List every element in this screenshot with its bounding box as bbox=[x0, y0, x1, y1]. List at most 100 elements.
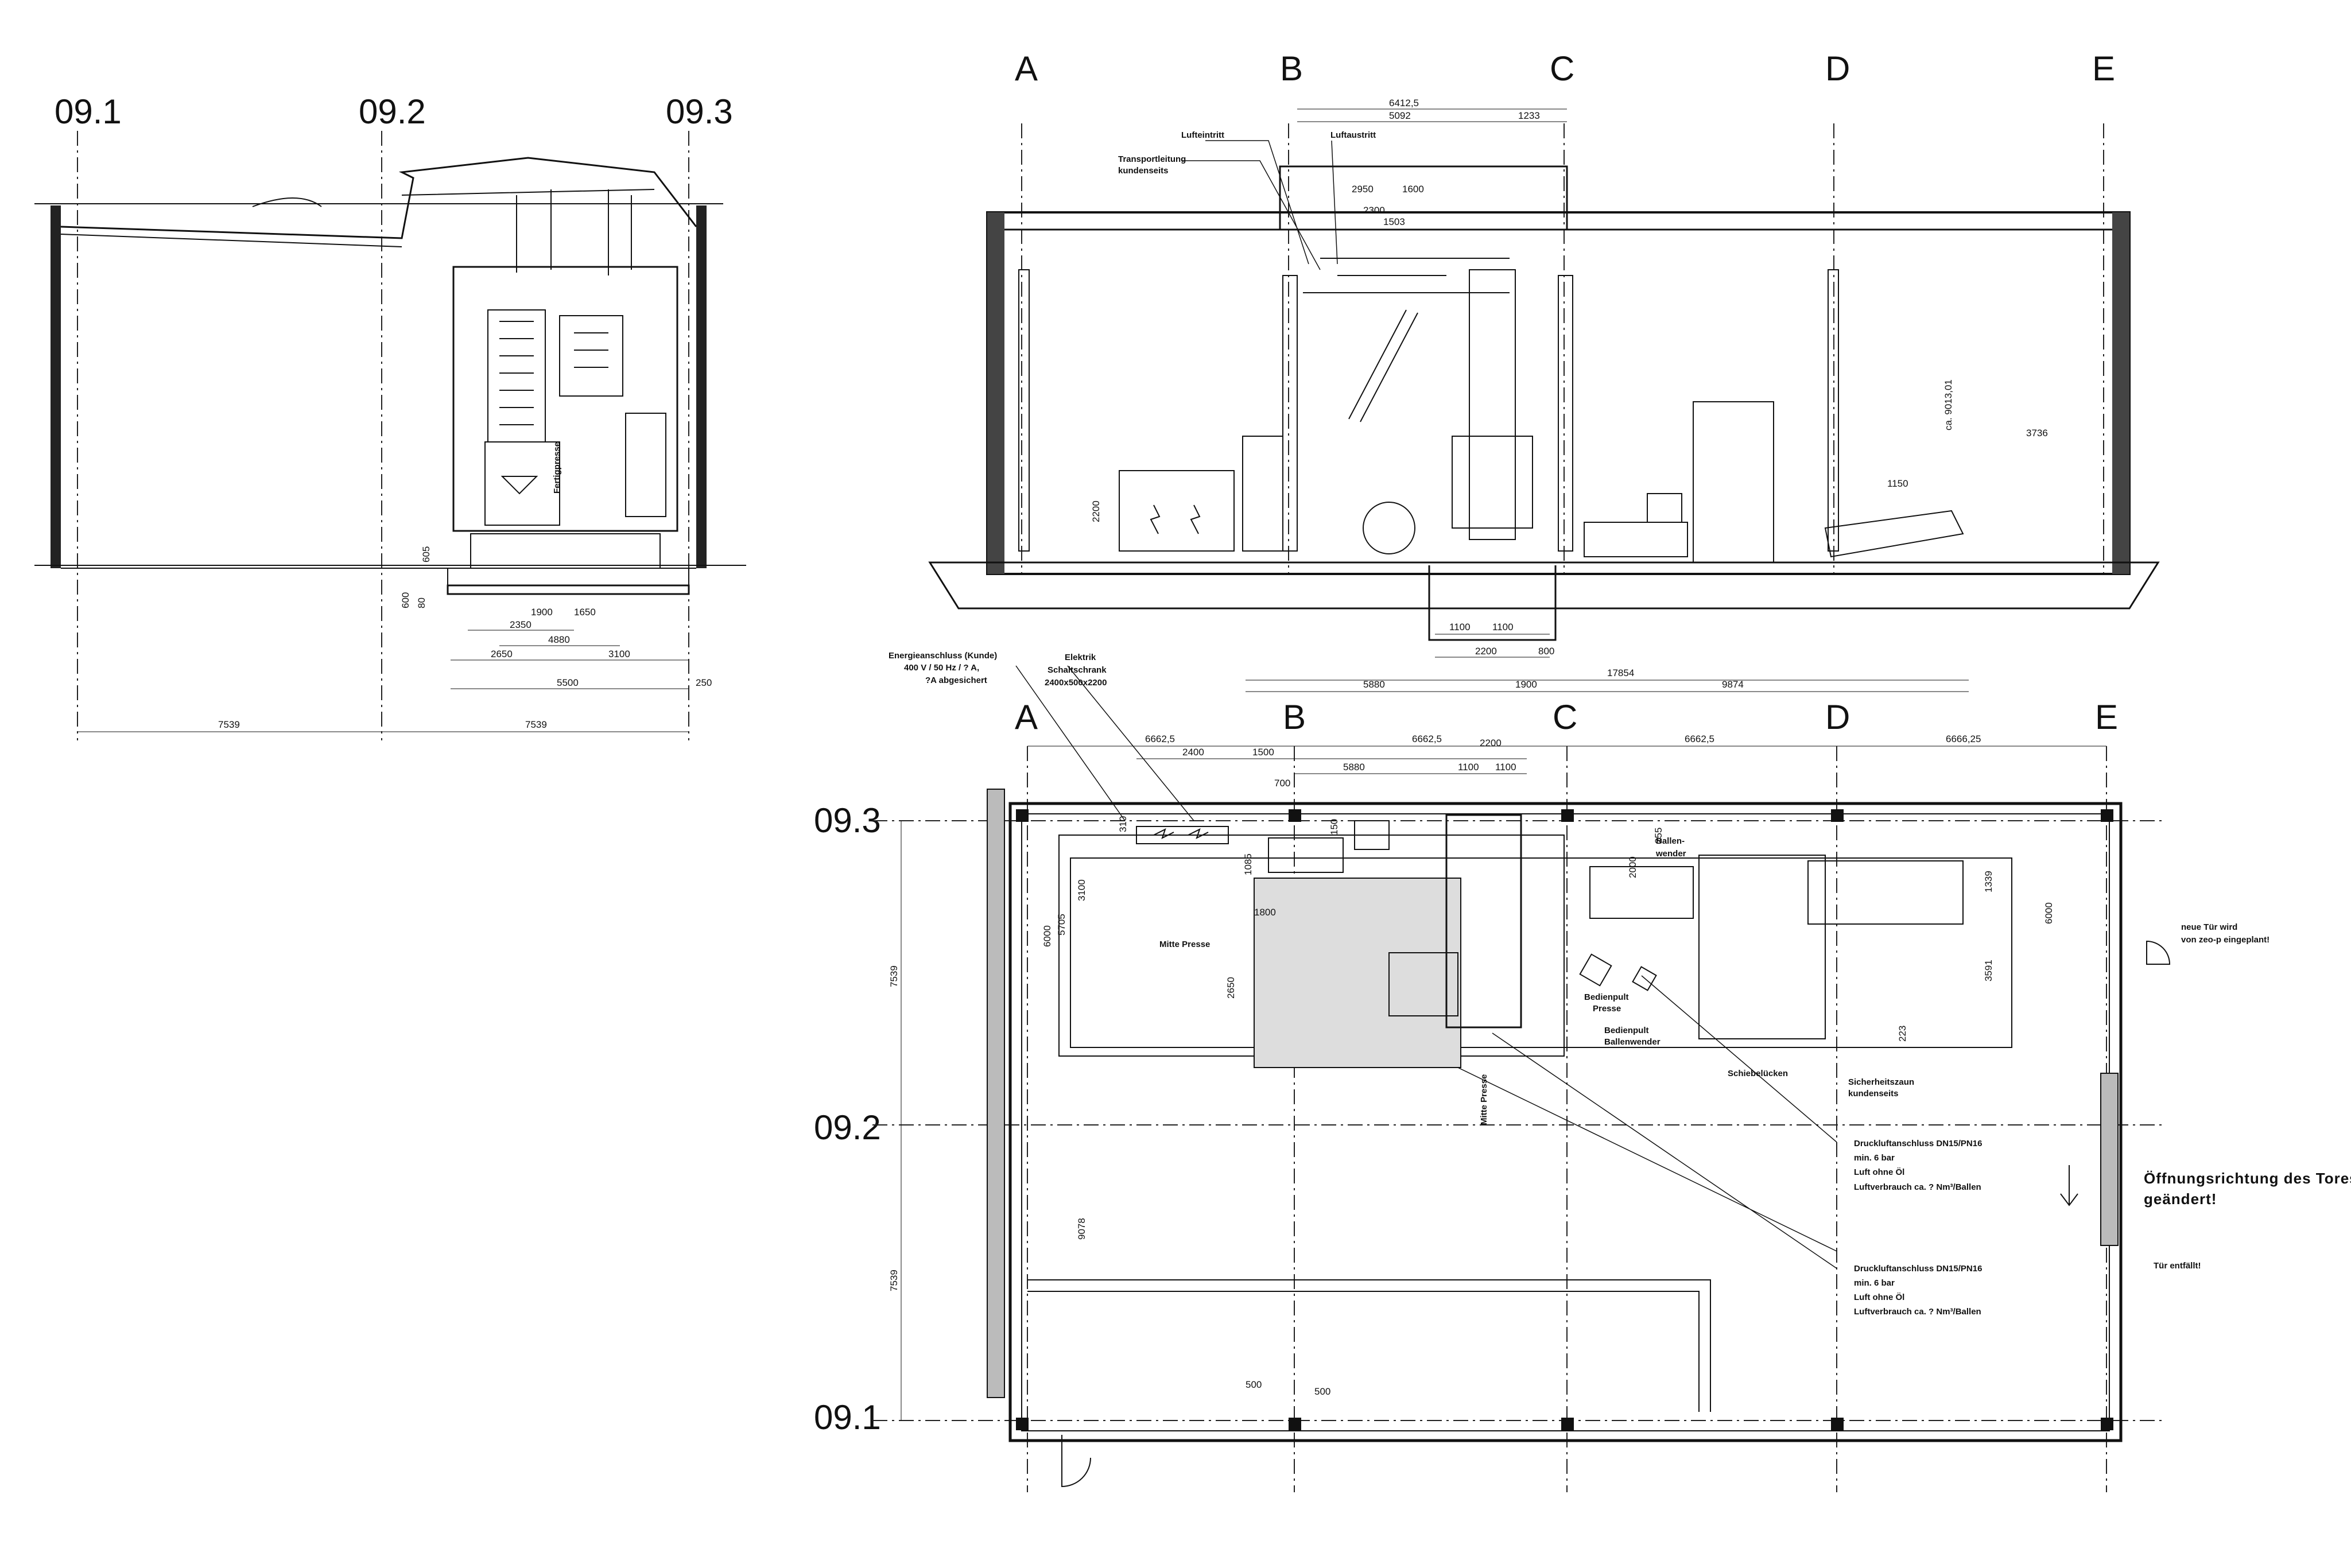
dim-4880: 4880 bbox=[548, 634, 570, 645]
press-foundation bbox=[1254, 878, 1461, 1068]
callout-elektrik-2: Schaltschrank bbox=[1048, 665, 1107, 675]
callout-druckluft-1: Druckluftanschluss DN15/PN16 bbox=[1854, 1139, 1982, 1148]
dim-1150: 1150 bbox=[1887, 478, 1908, 489]
callout-schiebeluecken: Schiebelücken bbox=[1728, 1069, 1788, 1078]
dim-5880-top: 5880 bbox=[1363, 679, 1385, 690]
dim-9874: 9874 bbox=[1722, 679, 1744, 690]
dim-5092: 5092 bbox=[1389, 110, 1411, 121]
plan-row-09-2: 09.2 bbox=[814, 1108, 881, 1147]
dim-6662-c: 6662,5 bbox=[1685, 733, 1714, 744]
dim-1900: 1900 bbox=[1515, 679, 1537, 690]
note-neue-tuer-1: neue Tür wird bbox=[2181, 922, 2237, 932]
plan-col-b: B bbox=[1283, 698, 1306, 736]
dim-1085: 1085 bbox=[1243, 853, 1254, 875]
dim-223: 223 bbox=[1897, 1026, 1908, 1042]
plan-outer-wall bbox=[1008, 802, 2123, 1442]
plan-equipment bbox=[1027, 814, 2171, 1488]
dim-5705: 5705 bbox=[1056, 914, 1067, 936]
section-col-a: A bbox=[1015, 49, 1038, 88]
note-tuer-entfaellt: Tür entfällt! bbox=[2154, 1261, 2201, 1271]
dim-255: 255 bbox=[1653, 828, 1664, 844]
dim-7539-left: 7539 bbox=[218, 719, 240, 730]
callout-sicherheitszaun-1: Sicherheitszaun bbox=[1848, 1077, 1914, 1087]
dim-1500: 1500 bbox=[1252, 747, 1274, 758]
callout-druckluft-2-line3: Luft ohne Öl bbox=[1854, 1293, 1904, 1302]
press-structure bbox=[452, 189, 678, 569]
dim-6000-left: 6000 bbox=[1042, 925, 1053, 947]
side-wall-left bbox=[51, 205, 61, 568]
dim-1100-a: 1100 bbox=[1458, 762, 1479, 773]
plan-wall-hatch-left bbox=[987, 789, 1005, 1398]
section-foundation bbox=[928, 561, 2160, 610]
dim-2000: 2000 bbox=[1627, 856, 1638, 878]
side-roof-inner bbox=[60, 189, 655, 247]
dim-5880-mid: 5880 bbox=[1343, 762, 1365, 773]
side-axis-09-3: 09.3 bbox=[666, 92, 733, 131]
dim-6662-b: 6662,5 bbox=[1412, 733, 1442, 744]
callout-bedienpult-1: Bedienpult bbox=[1584, 992, 1629, 1002]
dim-1233: 1233 bbox=[1518, 110, 1540, 121]
dim-1100-a: 1100 bbox=[1449, 622, 1471, 632]
side-pit bbox=[447, 584, 690, 595]
callout-druckluft-2: Druckluftanschluss DN15/PN16 bbox=[1854, 1264, 1982, 1274]
dim-6000-right: 6000 bbox=[2043, 902, 2054, 924]
section-roof-unit bbox=[1279, 165, 1568, 231]
label-transportleitung: Transportleitung bbox=[1118, 154, 1186, 164]
dim-3736: 3736 bbox=[2026, 428, 2048, 438]
section-view: A B C D E bbox=[928, 49, 2160, 658]
dim-6662-a: 6662,5 bbox=[1145, 733, 1175, 744]
side-pit-walls bbox=[447, 568, 689, 585]
dim-150: 150 bbox=[1329, 819, 1340, 835]
label-kundenseits: kundenseits bbox=[1118, 166, 1169, 176]
dim-17854: 17854 bbox=[1607, 667, 1634, 678]
callout-druckluft-1-line3: Luft ohne Öl bbox=[1854, 1167, 1904, 1177]
dim-1900: 1900 bbox=[531, 607, 553, 618]
side-axis-09-1: 09.1 bbox=[55, 92, 122, 131]
callout-ballenwender-2: wender bbox=[1655, 849, 1686, 859]
section-pit bbox=[1428, 565, 1557, 641]
dim-5500: 5500 bbox=[557, 677, 579, 688]
label-lufteintritt: Lufteintritt bbox=[1181, 130, 1224, 140]
note-neue-tuer-2: von zeo-p eingeplant! bbox=[2181, 935, 2269, 945]
callout-druckluft-2-line2: min. 6 bar bbox=[1854, 1278, 1895, 1288]
plan-dimensions: 17854 5880 1900 9874 6662,5 6662,5 6662,… bbox=[889, 667, 2106, 1420]
dim-2950: 2950 bbox=[1352, 184, 1374, 195]
dim-6666: 6666,25 bbox=[1946, 733, 1981, 744]
dim-2300: 2300 bbox=[1363, 205, 1385, 216]
dim-2200-vertical: 2200 bbox=[1091, 500, 1101, 522]
dim-2350: 2350 bbox=[510, 619, 532, 630]
dim-1339: 1339 bbox=[1983, 871, 1994, 892]
dim-2200: 2200 bbox=[1475, 646, 1497, 657]
plan-callouts: Energieanschluss (Kunde) 400 V / 50 Hz /… bbox=[889, 651, 2351, 1317]
side-axis-09-2: 09.2 bbox=[359, 92, 426, 131]
callout-druckluft-1-line4: Luftverbrauch ca. ? Nm³/Ballen bbox=[1854, 1182, 1981, 1192]
dim-600: 600 bbox=[400, 592, 411, 608]
callout-ballenwender-1: Ballen- bbox=[1656, 836, 1685, 846]
callout-elektrik-3: 2400x500x2200 bbox=[1045, 678, 1107, 688]
dim-605: 605 bbox=[421, 546, 432, 562]
callout-bedienpult-2: Presse bbox=[1593, 1004, 1621, 1014]
callout-mitte-presse: Mitte Presse bbox=[1159, 940, 1210, 949]
callout-energie-3: ?A abgesichert bbox=[925, 676, 987, 685]
dim-1100-b: 1100 bbox=[1495, 762, 1516, 773]
dim-1800: 1800 bbox=[1254, 907, 1276, 918]
callout-mitte-presse-vertical: Mitte Presse bbox=[1479, 1074, 1489, 1125]
plan-col-c: C bbox=[1553, 698, 1577, 736]
section-col-d: D bbox=[1825, 49, 1850, 88]
note-tor-2: geändert! bbox=[2144, 1190, 2217, 1208]
dim-7539-upper: 7539 bbox=[889, 965, 899, 987]
plan-gate bbox=[2100, 1073, 2119, 1246]
dim-6412-5: 6412,5 bbox=[1389, 98, 1419, 108]
dim-1100-b: 1100 bbox=[1492, 622, 1514, 632]
section-col-c: C bbox=[1550, 49, 1574, 88]
section-col-b: B bbox=[1280, 49, 1303, 88]
dim-700: 700 bbox=[1274, 778, 1290, 789]
callout-bedienpult-3: Bedienpult bbox=[1604, 1026, 1649, 1035]
dim-500-b: 500 bbox=[1314, 1386, 1330, 1397]
dim-7539-lower: 7539 bbox=[889, 1270, 899, 1291]
side-dimensions: 605 600 80 1900 1650 2350 4880 2650 3100… bbox=[77, 546, 712, 732]
dim-310: 310 bbox=[1118, 816, 1128, 832]
dim-80: 80 bbox=[416, 597, 427, 608]
dim-3591: 3591 bbox=[1983, 960, 1994, 981]
dim-2400: 2400 bbox=[1182, 747, 1204, 758]
